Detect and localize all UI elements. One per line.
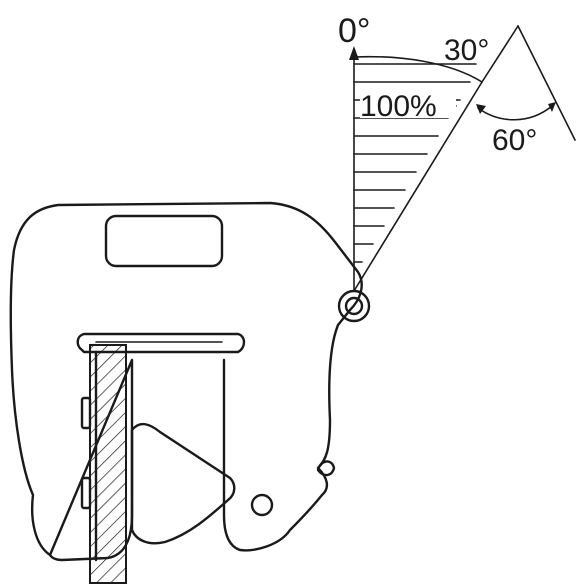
lifting-eye-inner (344, 296, 364, 316)
pad-lower (80, 476, 92, 510)
label-angle-max: 30° (444, 34, 489, 67)
handle-slot (104, 214, 224, 268)
latch-bump (316, 460, 336, 477)
label-capacity: 100% (360, 90, 437, 123)
steel-plate (89, 344, 127, 584)
cam-pivot (250, 493, 274, 517)
load-angle-fan (349, 46, 483, 292)
clamp-body (9, 201, 363, 562)
clearance-angle (476, 25, 576, 141)
jaw-top-bar (76, 332, 246, 354)
cam-jaw (130, 422, 236, 545)
capacity-label-backdrop (360, 88, 456, 118)
pad-upper (80, 396, 92, 430)
label-clearance-angle: 60° (492, 124, 537, 157)
label-angle-zero: 0° (338, 12, 371, 50)
